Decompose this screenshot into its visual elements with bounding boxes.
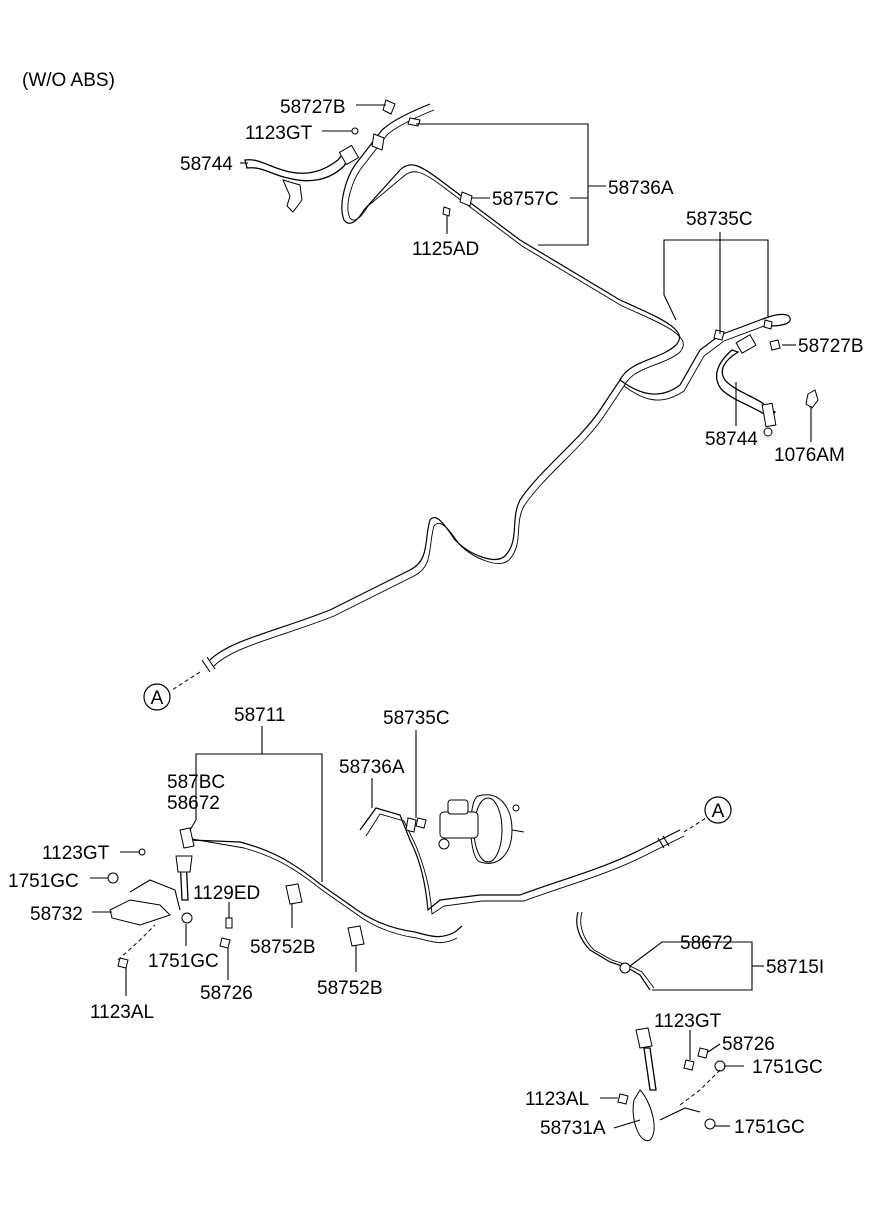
label-1123al-left: 1123AL (90, 1002, 154, 1023)
label-1123gt-top: 1123GT (245, 123, 313, 144)
label-58731a: 58731A (540, 1118, 606, 1139)
clip-58735c-mid-2 (415, 817, 427, 829)
reservoir (447, 799, 469, 815)
label-1076am: 1076AM (774, 445, 845, 466)
label-58672-right: 58672 (680, 933, 733, 954)
bracket-top (371, 133, 385, 151)
washer-1751gc-left-1 (107, 872, 119, 884)
label-58735c-mid: 58735C (383, 708, 450, 729)
hose-end-nut-right (763, 427, 773, 437)
clip-58735c-right-1 (713, 329, 725, 341)
label-58726-right: 58726 (722, 1034, 775, 1055)
hose-fitting-right (735, 334, 757, 354)
clip-58727b-top (382, 99, 396, 115)
bolt-1123gt-right (683, 1059, 695, 1071)
caliper-58732 (109, 899, 171, 926)
bolt-1129ed (225, 917, 233, 929)
label-1751gc-left-2: 1751GC (148, 951, 219, 972)
master-cylinder (439, 811, 479, 839)
clip-58735c-right-2 (763, 319, 773, 330)
part-1076am (805, 389, 819, 409)
bolt-1123al-left (117, 957, 129, 969)
upper-brake-line-assembly: A (143, 97, 864, 711)
washer-1751gc-left-2 (181, 912, 193, 924)
label-1751gc-left-1: 1751GC (8, 871, 79, 892)
label-1123gt-left: 1123GT (42, 843, 110, 864)
lower-brake-line-assembly: A (8, 705, 824, 1142)
label-58727b-right: 58727B (798, 336, 864, 357)
label-58744-top: 58744 (180, 154, 233, 175)
section-marker-a-lower-label: A (712, 801, 725, 822)
bolt-58726-right (697, 1047, 709, 1059)
label-58744-right: 58744 (705, 429, 758, 450)
label-58727b-top: 58727B (280, 97, 346, 118)
washer-1751gc-right-2 (704, 1118, 716, 1130)
mc-port (438, 838, 450, 850)
brake-hose-right-lower (643, 1047, 657, 1091)
label-58757c: 58757C (492, 189, 559, 210)
label-58732: 58732 (30, 904, 83, 925)
washer-1751gc-right-1 (714, 1060, 726, 1072)
label-58715i: 58715I (766, 957, 824, 978)
label-1751gc-right-2: 1751GC (734, 1117, 805, 1138)
label-587bc: 587BC (167, 772, 225, 793)
clip-58735c-mid (405, 817, 417, 833)
grommet-58672-right (619, 962, 631, 974)
caliper-58731a (632, 1089, 655, 1142)
label-58736a-mid: 58736A (339, 757, 405, 778)
hose-end-right (761, 402, 777, 428)
label-1125ad: 1125AD (412, 239, 479, 260)
section-marker-a-upper (143, 683, 171, 711)
label-58735c-top: 58735C (686, 209, 753, 230)
clip-58727b-right (769, 339, 781, 351)
label-1751gc-right-1: 1751GC (752, 1057, 823, 1078)
bolt-1123gt-top (351, 127, 359, 135)
clip-58757c (459, 191, 473, 207)
clip-58752b-1 (285, 883, 303, 905)
label-58752b-1: 58752B (250, 937, 316, 958)
label-58726-left: 58726 (200, 983, 253, 1004)
label-1123al-right: 1123AL (525, 1089, 589, 1110)
hose-fitting-left (175, 855, 193, 873)
section-marker-a-upper-label: A (151, 688, 164, 709)
section-marker-a-lower (704, 796, 732, 824)
label-58752b-2: 58752B (317, 978, 383, 999)
hose-bracket-upper-left (282, 179, 303, 213)
label-1129ed: 1129ED (193, 883, 260, 904)
bolt-1125ad (442, 206, 451, 217)
booster-stud (512, 804, 520, 812)
bracket-587bc (179, 827, 195, 849)
bracket-right (635, 1027, 653, 1049)
label-1123gt-right: 1123GT (654, 1011, 722, 1032)
brake-hose-upper-left (244, 151, 351, 182)
diagram-title: (W/O ABS) (22, 70, 115, 91)
clip-top-pipe (407, 117, 421, 127)
label-58672-left: 58672 (167, 793, 220, 814)
bolt-58726-left (219, 937, 231, 949)
label-58736a-top: 58736A (608, 178, 674, 199)
clip-58752b-2 (347, 925, 365, 947)
hose-fitting-upper-left (338, 144, 360, 166)
bolt-1123al-right (617, 1093, 629, 1105)
label-58711: 58711 (234, 705, 285, 726)
